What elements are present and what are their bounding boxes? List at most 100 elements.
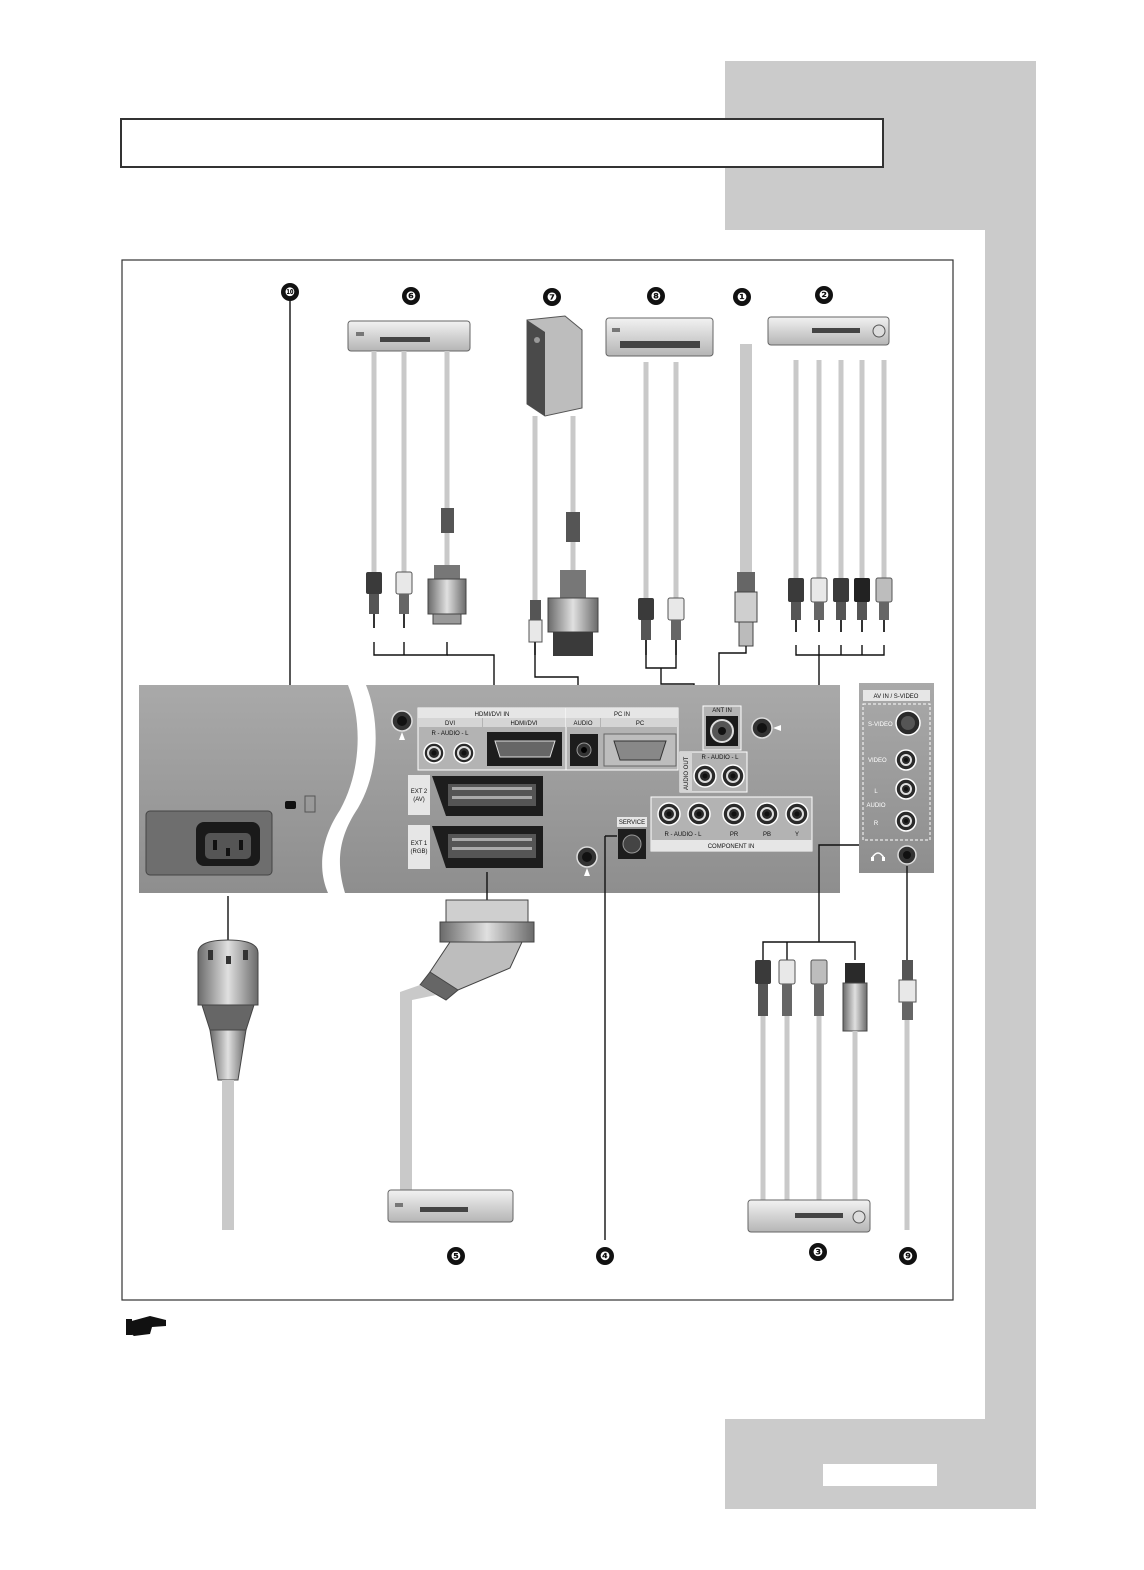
badge-4-text: ❹	[600, 1249, 610, 1263]
page-number-box	[823, 1464, 937, 1486]
service-port-block: SERVICE	[617, 817, 647, 859]
ext2-label: EXT 2	[411, 789, 428, 795]
panel-jack-top-right[interactable]	[751, 717, 781, 739]
power-socket[interactable]	[145, 810, 273, 876]
device-6-dvd	[347, 320, 471, 352]
panel-jack-top-left[interactable]	[391, 710, 413, 740]
badge-9-text: ❾	[903, 1249, 913, 1263]
side-audio-label: AUDIO	[866, 803, 885, 809]
side-svideo-jack[interactable]	[895, 710, 921, 736]
service-jack-small[interactable]	[576, 846, 598, 876]
side-av-panel: AV IN / S-VIDEO S-VIDEO VIDEO L AUDIO R	[859, 683, 934, 873]
pc-in-block: PC IN AUDIO PC	[565, 707, 679, 771]
component-audio-r-jack[interactable]	[657, 802, 681, 826]
page-decoration	[120, 61, 1036, 1509]
ext1-sub-label: (RGB)	[411, 849, 428, 855]
page-title-box	[120, 118, 884, 168]
badge-10-text: ❿	[285, 285, 295, 299]
ext2-sub-label: (AV)	[413, 797, 425, 803]
badge-6: ❻	[402, 287, 420, 305]
device-7-pc	[526, 315, 583, 417]
side-video-label: VIDEO	[868, 758, 887, 764]
device-8-dvd	[605, 317, 714, 357]
badge-9: ❾	[899, 1247, 917, 1265]
pc-audio-label: AUDIO	[573, 721, 592, 727]
headphone-icon	[871, 852, 885, 861]
badge-3: ❸	[809, 1243, 827, 1261]
component-pb-jack[interactable]	[755, 802, 779, 826]
component-audio-l-jack[interactable]	[687, 802, 711, 826]
badge-2-text: ❷	[819, 288, 829, 302]
badge-10: ❿	[281, 283, 299, 301]
badge-6-text: ❻	[406, 289, 416, 303]
badge-1: ❶	[733, 288, 751, 306]
pb-label: PB	[763, 832, 771, 838]
dvi-audio-label: R - AUDIO - L	[431, 731, 469, 737]
component-y-jack[interactable]	[785, 802, 809, 826]
badge-5-text: ❺	[451, 1249, 461, 1263]
pc-audio-jack[interactable]	[570, 734, 598, 766]
top-cables	[371, 344, 887, 600]
component-in-label: COMPONENT IN	[708, 844, 755, 850]
badge-7: ❼	[543, 288, 561, 306]
device-2-vcr	[767, 316, 890, 346]
badge-3-text: ❸	[813, 1245, 823, 1259]
pointing-hand-icon	[126, 1316, 166, 1336]
hdmi-dvi-in-label: HDMI/DVI IN	[475, 712, 510, 718]
side-svideo-label: S-VIDEO	[868, 722, 893, 728]
device-3-vcr	[747, 1199, 871, 1233]
audio-out-label: AUDIO OUT	[684, 756, 690, 790]
side-video-jack[interactable]	[895, 749, 917, 771]
top-plugs	[366, 565, 893, 656]
scart-cable	[400, 872, 535, 1190]
y-label: Y	[795, 832, 799, 838]
badge-5: ❺	[447, 1247, 465, 1265]
ext1-label: EXT 1	[411, 841, 428, 847]
component-audio-label: R - AUDIO - L	[664, 832, 702, 838]
audio-out-l-jack[interactable]	[721, 764, 745, 788]
pc-label: PC	[636, 721, 645, 727]
hdmi-dvi-in-block: HDMI/DVI IN DVI HDMI/DVI R - AUDIO - L	[417, 707, 567, 771]
pr-label: PR	[730, 832, 739, 838]
ext2-scart-port[interactable]	[432, 776, 543, 816]
component-in-block: COMPONENT IN R - AUDIO - L PR PB Y	[650, 796, 813, 852]
badge-4: ❹	[596, 1247, 614, 1265]
side-l-label: L	[874, 789, 878, 795]
badge-2: ❷	[815, 286, 833, 304]
device-3-cables	[755, 844, 868, 1200]
hdmi-port[interactable]	[487, 732, 562, 766]
dvi-audio-r-jack[interactable]	[423, 742, 445, 764]
ant-in-label: ANT IN	[712, 708, 732, 714]
device-5-dvd-recorder	[387, 1189, 514, 1223]
audio-out-r-jack[interactable]	[693, 764, 717, 788]
service-port[interactable]	[618, 829, 646, 859]
component-pr-jack[interactable]	[722, 802, 746, 826]
side-audio-l-jack[interactable]	[895, 778, 917, 800]
rear-panel: HDMI/DVI IN DVI HDMI/DVI R - AUDIO - L P…	[139, 685, 840, 893]
pc-in-label: PC IN	[614, 712, 630, 718]
side-audio-r-jack[interactable]	[895, 810, 917, 832]
audio-out-block: AUDIO OUT R - AUDIO - L	[679, 751, 748, 793]
hdmi-dvi-label: HDMI/DVI	[511, 721, 538, 727]
pc-vga-port[interactable]	[603, 733, 677, 767]
service-label: SERVICE	[619, 820, 645, 826]
side-panel-title: AV IN / S-VIDEO	[874, 694, 919, 700]
dvi-label: DVI	[445, 721, 455, 727]
dvi-audio-l-jack[interactable]	[453, 742, 475, 764]
badge-1-text: ❶	[737, 290, 747, 304]
badge-8: ❽	[647, 287, 665, 305]
kensington-lock-slot[interactable]	[285, 795, 316, 813]
power-cord	[197, 896, 259, 1230]
ant-in-jack[interactable]	[706, 716, 738, 746]
side-r-label: R	[874, 821, 879, 827]
sidebar-right-strip	[985, 61, 1036, 1509]
ext1-scart-port[interactable]	[432, 826, 543, 868]
badge-7-text: ❼	[547, 290, 557, 304]
headphone-cable	[898, 866, 917, 1230]
ant-in-block: ANT IN	[702, 705, 742, 751]
scart-block: EXT 2 (AV) EXT 1 (RGB)	[408, 775, 543, 869]
audio-out-rl-label: R - AUDIO - L	[701, 755, 739, 761]
badge-8-text: ❽	[651, 289, 661, 303]
headphone-jack[interactable]	[897, 845, 917, 865]
